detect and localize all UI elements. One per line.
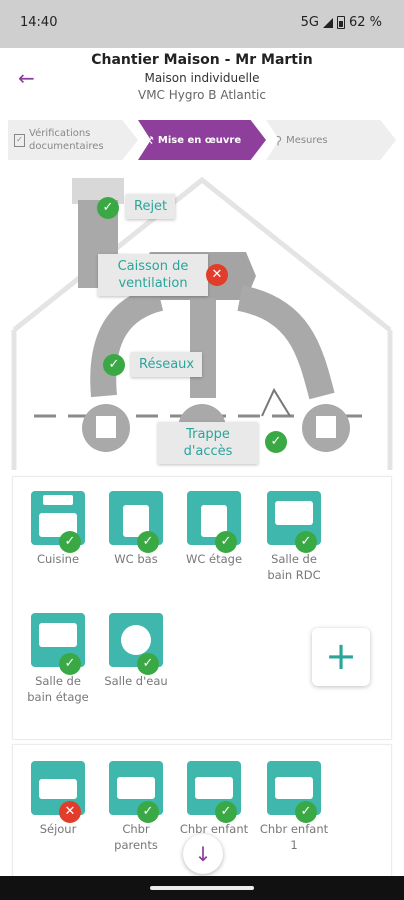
bed-icon: ✓ <box>109 761 163 823</box>
room-tile-chbr-enfant-1[interactable]: ✓ Chbr enfant 1 <box>259 761 329 853</box>
bed-icon: ✓ <box>187 761 241 823</box>
status-bar: 14:40 5G 62 % <box>0 0 404 48</box>
caisson-label[interactable]: Caisson de ventilation <box>98 254 208 296</box>
room-tile-wc-bas[interactable]: ✓ WC bas <box>101 491 171 567</box>
status-check-icon: ✓ <box>295 531 317 553</box>
toilet-icon: ✓ <box>109 491 163 553</box>
page-subtitle-2: VMC Hygro B Atlantic <box>137 88 266 102</box>
step-mesures[interactable]: ⚲ Mesures <box>266 120 396 160</box>
room-tile-sdb-rdc[interactable]: ✓ Salle de bain RDC <box>259 491 329 583</box>
status-cross-icon: ✕ <box>59 801 81 823</box>
arrow-down-icon[interactable]: ↓ <box>183 834 223 874</box>
toilet-icon: ✓ <box>187 491 241 553</box>
status-check-icon: ✓ <box>215 531 237 553</box>
reseaux-text: Réseaux <box>139 357 195 372</box>
arrow-left-icon[interactable]: ← <box>18 66 35 90</box>
room-name: Chbr parents <box>114 822 158 852</box>
step-mise-en-oeuvre[interactable]: ⚒ Mise en œuvre <box>138 120 266 160</box>
stepper: ✓ Vérifications documentaires ⚒ Mise en … <box>0 118 404 162</box>
app-header: ← Chantier Maison - Mr Martin Maison ind… <box>0 48 404 114</box>
room-tile-chbr-enfant-2[interactable]: ✓ Chbr enfant 2 <box>179 761 249 853</box>
status-icons: 5G 62 % <box>301 15 382 30</box>
room-tile-wc-etage[interactable]: ✓ WC étage <box>179 491 249 567</box>
room-tile-sdb-etage[interactable]: ✓ Salle de bain étage <box>23 613 93 705</box>
reseaux-status-check-icon: ✓ <box>103 354 125 376</box>
page-subtitle: Maison individuelle <box>144 71 260 85</box>
room-name: WC bas <box>114 552 158 566</box>
hammer-icon: ⚒ <box>144 133 154 147</box>
step-label: Vérifications documentaires <box>29 128 104 152</box>
document-check-icon: ✓ <box>14 133 25 147</box>
room-name: Salle d'eau <box>104 674 168 688</box>
room-name: Salle de bain étage <box>27 674 89 704</box>
status-check-icon: ✓ <box>137 801 159 823</box>
battery-icon <box>336 16 345 29</box>
caisson-status-cross-icon: ✕ <box>206 264 228 286</box>
magnifier-icon: ⚲ <box>274 133 283 147</box>
room-tile-salle-eau[interactable]: ✓ Salle d'eau <box>101 613 171 689</box>
signal-icon <box>322 17 333 28</box>
status-check-icon: ✓ <box>59 531 81 553</box>
home-gesture-handle[interactable] <box>150 886 254 890</box>
reseaux-label[interactable]: Réseaux <box>131 352 203 377</box>
status-check-icon: ✓ <box>215 801 237 823</box>
clock: 14:40 <box>20 15 58 30</box>
bathtub-icon: ✓ <box>31 613 85 675</box>
house-diagram: Rejet ✓ Caisson de ventilation ✕ Réseaux… <box>0 170 404 470</box>
step-verifications[interactable]: ✓ Vérifications documentaires <box>8 120 138 160</box>
room-tile-sejour[interactable]: ✕ Séjour <box>23 761 93 837</box>
room-name: Cuisine <box>36 552 80 566</box>
status-check-icon: ✓ <box>59 653 81 675</box>
rejet-text: Rejet <box>134 199 168 214</box>
page-title: Chantier Maison - Mr Martin <box>91 52 313 68</box>
room-name: WC étage <box>185 552 243 566</box>
status-check-icon: ✓ <box>137 531 159 553</box>
trappe-text-1: Trappe <box>186 427 230 442</box>
trappe-label[interactable]: Trappe d'accès <box>158 422 258 464</box>
trappe-text-2: d'accès <box>183 444 233 459</box>
bathtub-icon: ✓ <box>267 491 321 553</box>
room-tile-cuisine[interactable]: ✓ Cuisine <box>23 491 93 567</box>
room-name: Séjour <box>39 822 77 836</box>
room-tile-chbr-parents[interactable]: ✓ Chbr parents <box>101 761 171 853</box>
step-label: Mesures <box>286 134 328 146</box>
caisson-text-1: Caisson de <box>117 259 189 274</box>
trappe-status-check-icon: ✓ <box>265 431 287 453</box>
stove-icon: ✓ <box>31 491 85 553</box>
room-name: Chbr enfant 1 <box>259 822 329 852</box>
rejet-status-check-icon: ✓ <box>97 197 119 219</box>
wet-rooms-section: ✓ Cuisine ✓ WC bas ✓ WC étage ✓ Salle de… <box>12 476 392 740</box>
battery-level: 62 % <box>348 15 382 30</box>
system-nav-bar <box>0 876 404 900</box>
status-check-icon: ✓ <box>137 653 159 675</box>
washing-machine-icon: ✓ <box>109 613 163 675</box>
room-name: Salle de bain RDC <box>267 552 321 582</box>
bed-icon: ✓ <box>267 761 321 823</box>
rejet-label[interactable]: Rejet <box>126 194 176 219</box>
step-label: Mise en œuvre <box>157 134 242 146</box>
network-label: 5G <box>300 15 319 30</box>
status-check-icon: ✓ <box>295 801 317 823</box>
caisson-text-2: ventilation <box>118 276 188 291</box>
sofa-icon: ✕ <box>31 761 85 823</box>
add-room-button[interactable]: + <box>312 628 370 686</box>
